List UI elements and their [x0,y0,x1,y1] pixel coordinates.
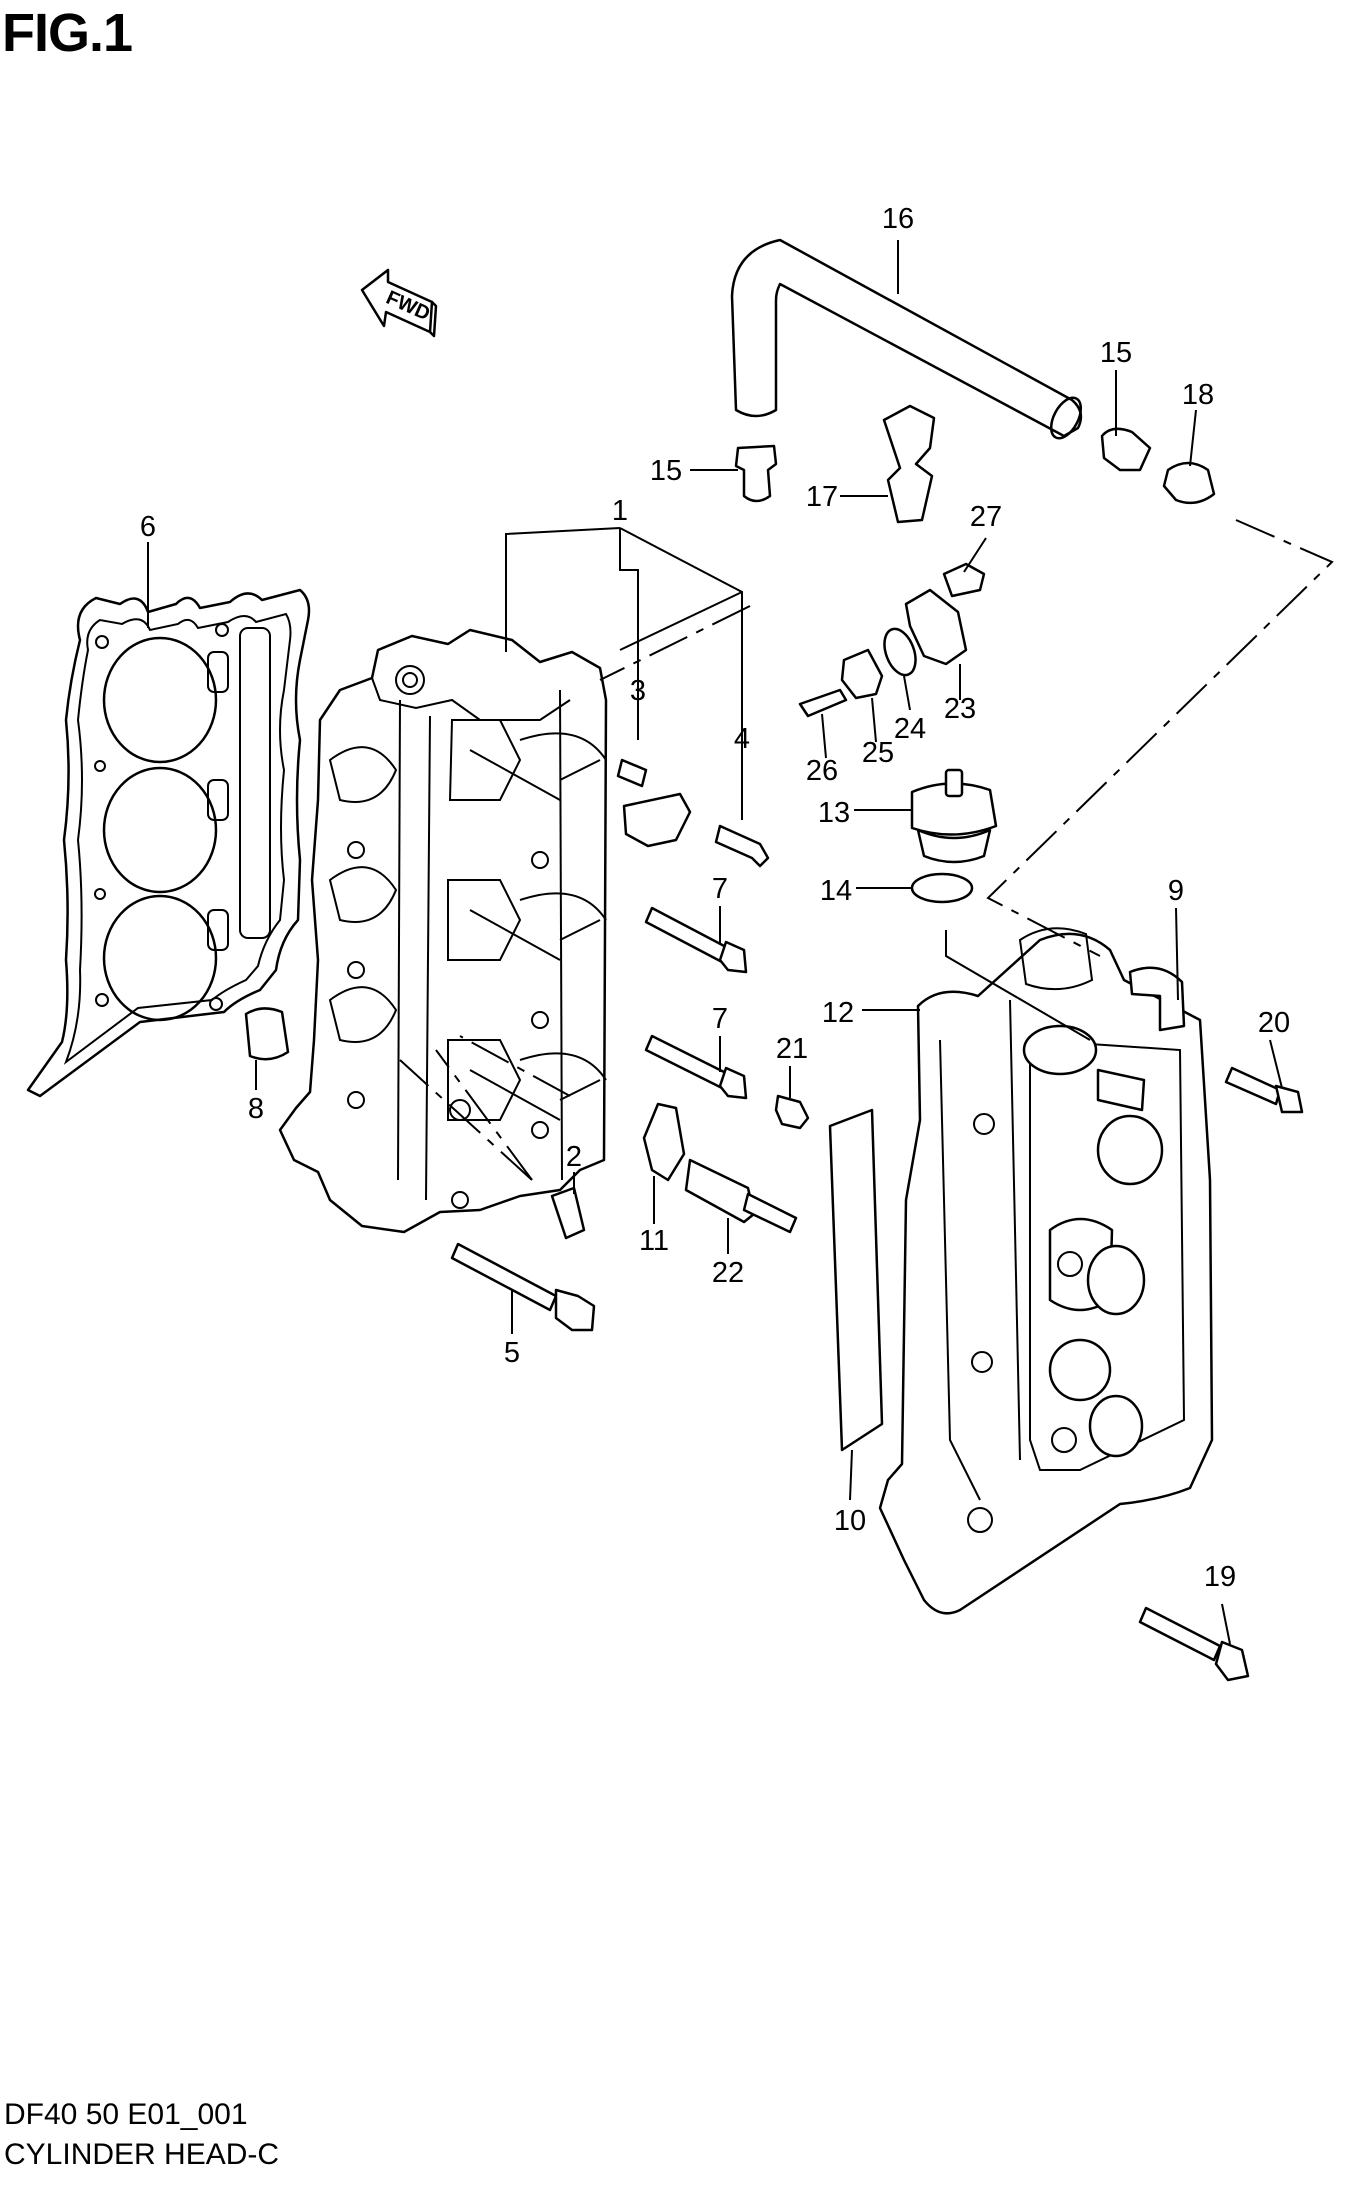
callout-16: 16 [882,203,914,235]
cap-13 [910,768,998,864]
callout-11: 11 [639,1225,669,1257]
callout-6: 6 [140,511,156,543]
fitting-15b [1100,427,1152,472]
callout-14: 14 [820,875,852,907]
callout-1: 1 [612,495,628,527]
sensor-22 [684,1158,798,1234]
screw-26 [798,688,848,718]
washer-11 [642,1102,686,1182]
callout-26: 26 [806,755,838,787]
bracket-bolt [714,824,770,868]
callout-13: 13 [818,797,850,829]
bolt-7a [644,906,748,974]
bolt-27 [942,562,986,598]
cylinder-head-cover [878,927,1214,1615]
fwd-arrow-icon: FWD [360,268,438,338]
callout-12: 12 [822,997,854,1029]
cover-gasket [828,1108,884,1452]
cylinder-head [278,628,608,1234]
bolt-20 [1224,1066,1304,1114]
o-ring-24 [883,627,917,677]
callout-8: 8 [248,1093,264,1125]
callout-numbers: 1 2 3 4 5 6 7 7 8 9 10 11 12 13 14 15 15… [140,203,1290,1593]
callout-2: 2 [566,1141,582,1173]
callout-3: 3 [630,675,646,707]
callout-7a: 7 [712,873,728,905]
head-gasket [26,588,311,1098]
diagram-name: CYLINDER HEAD-C [4,2138,280,2171]
callout-15b: 15 [1100,337,1132,369]
bolt-7b [644,1034,748,1100]
callout-18: 18 [1182,379,1214,411]
figure-title: FIG.1 [2,3,133,63]
small-bolt-21 [774,1094,810,1130]
callout-19: 19 [1204,1561,1236,1593]
leader-lines [147,240,1334,1645]
stud-2 [550,1186,586,1240]
o-ring-14 [910,872,974,904]
callout-24: 24 [894,713,926,745]
bracket [622,792,692,848]
callout-27: 27 [970,501,1002,533]
callout-17: 17 [806,481,838,513]
clip-17 [882,404,936,524]
callout-4: 4 [734,723,750,755]
dowel-8 [244,1007,290,1061]
bushing-25 [840,648,884,700]
callout-22: 22 [712,1257,744,1289]
callout-7b: 7 [712,1003,728,1035]
callout-5: 5 [504,1337,520,1369]
callout-9: 9 [1168,875,1184,907]
callout-15a: 15 [650,455,682,487]
callout-21: 21 [776,1033,808,1065]
long-bolt-5 [450,1242,596,1332]
callout-10: 10 [834,1505,866,1537]
cover-23 [904,588,968,666]
fitting-15a [734,444,778,503]
diagram-code: DF40 50 E01_001 [4,2098,248,2131]
hose-joint-9 [1128,966,1186,1032]
callout-25: 25 [862,737,894,769]
dowel-pin [616,758,648,788]
callout-23: 23 [944,693,976,725]
breather-hose [730,238,1083,438]
bolt-19 [1138,1606,1250,1682]
callout-20: 20 [1258,1007,1290,1039]
clamp-18 [1162,461,1216,505]
